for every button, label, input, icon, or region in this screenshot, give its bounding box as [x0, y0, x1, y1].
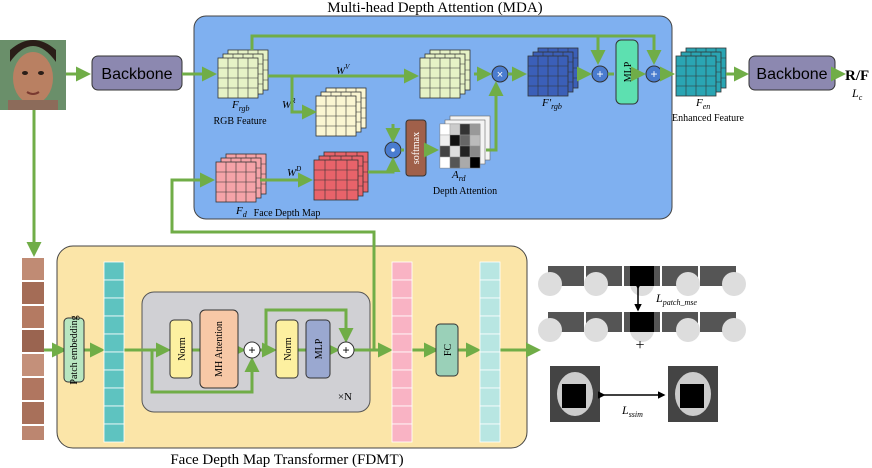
fdmt-mlp-label: MLP — [314, 338, 325, 359]
face-depth-map-label: Face Depth Map — [254, 208, 321, 219]
depth-map-cube — [215, 153, 267, 203]
depth-map-pred — [550, 366, 600, 422]
rgb-feature-label: RGB Feature — [213, 116, 267, 127]
fen-label: Fen — [695, 97, 710, 111]
patch-embedding-box — [63, 317, 85, 383]
multiply-op: × — [491, 65, 509, 83]
wr-cube — [315, 87, 367, 137]
add-op-2: + — [645, 65, 663, 83]
fd-label: Fd — [235, 205, 248, 219]
mh-attention-box — [199, 309, 239, 389]
token-column-input — [103, 261, 125, 443]
softmax-label: softmax — [411, 132, 422, 164]
flow-arrows — [26, 34, 846, 394]
norm-2-label: Norm — [283, 337, 294, 361]
mda-mlp-label: MLP — [623, 61, 634, 82]
loss-plus: + — [635, 337, 644, 354]
enhanced-feature-cube — [675, 47, 727, 97]
enhanced-feature-label: Enhanced Feature — [672, 113, 744, 124]
frgb-label: Frgb — [231, 99, 250, 113]
svg-text:×: × — [497, 69, 503, 81]
mda-title: Multi-head Depth Attention (MDA) — [327, 0, 542, 16]
value-cube — [419, 49, 471, 99]
norm-1-label: Norm — [177, 337, 188, 361]
repeat-n-label: ×N — [338, 391, 352, 403]
output-label: R/F — [845, 68, 869, 84]
depth-attention-label: Depth Attention — [433, 186, 497, 197]
face-image — [0, 40, 66, 110]
face-patches — [22, 258, 44, 440]
token-column-output — [391, 261, 413, 443]
svg-text:+: + — [596, 67, 603, 81]
rgb-feature-cube — [217, 49, 269, 99]
depth-map-gt — [668, 366, 718, 422]
attention-map — [439, 115, 491, 169]
add-op-1: + — [591, 65, 609, 83]
loss-c: Lc — [851, 86, 863, 102]
fc-label: FC — [443, 344, 454, 357]
wd-cube — [313, 151, 369, 201]
backbone-2-label: Backbone — [756, 66, 827, 83]
token-column-fc — [479, 261, 501, 443]
fc-box — [435, 323, 459, 377]
svg-text:+: + — [248, 343, 255, 357]
svg-text:+: + — [650, 67, 657, 81]
fdmt-title: Face Depth Map Transformer (FDMT) — [170, 452, 403, 468]
patch-strip-pred — [538, 266, 746, 296]
mh-attention-label: MH Attention — [214, 321, 225, 377]
loss-ssim: Lssim — [621, 403, 643, 419]
wv-label: WV — [336, 63, 350, 77]
fprime-cube — [527, 47, 579, 97]
backbone-1-label: Backbone — [101, 66, 172, 83]
ard-label: Ard — [451, 169, 467, 183]
patch-strip-gt — [538, 312, 746, 342]
fdmt-mlp-box — [305, 319, 331, 379]
svg-text:+: + — [342, 343, 349, 357]
norm-1-box — [169, 319, 193, 379]
wd-label: WD — [287, 165, 301, 179]
patch-embedding-label: Patch embedding — [69, 315, 80, 384]
loss-arrows — [598, 282, 666, 399]
fprime-label: F'rgb — [541, 97, 562, 111]
add-op-fdmt-2: + — [337, 341, 355, 359]
norm-2-box — [275, 319, 299, 379]
loss-patch-mse: Lpatch_mse — [655, 291, 697, 307]
dot-product-op — [384, 141, 402, 159]
add-op-fdmt-1: + — [243, 341, 261, 359]
